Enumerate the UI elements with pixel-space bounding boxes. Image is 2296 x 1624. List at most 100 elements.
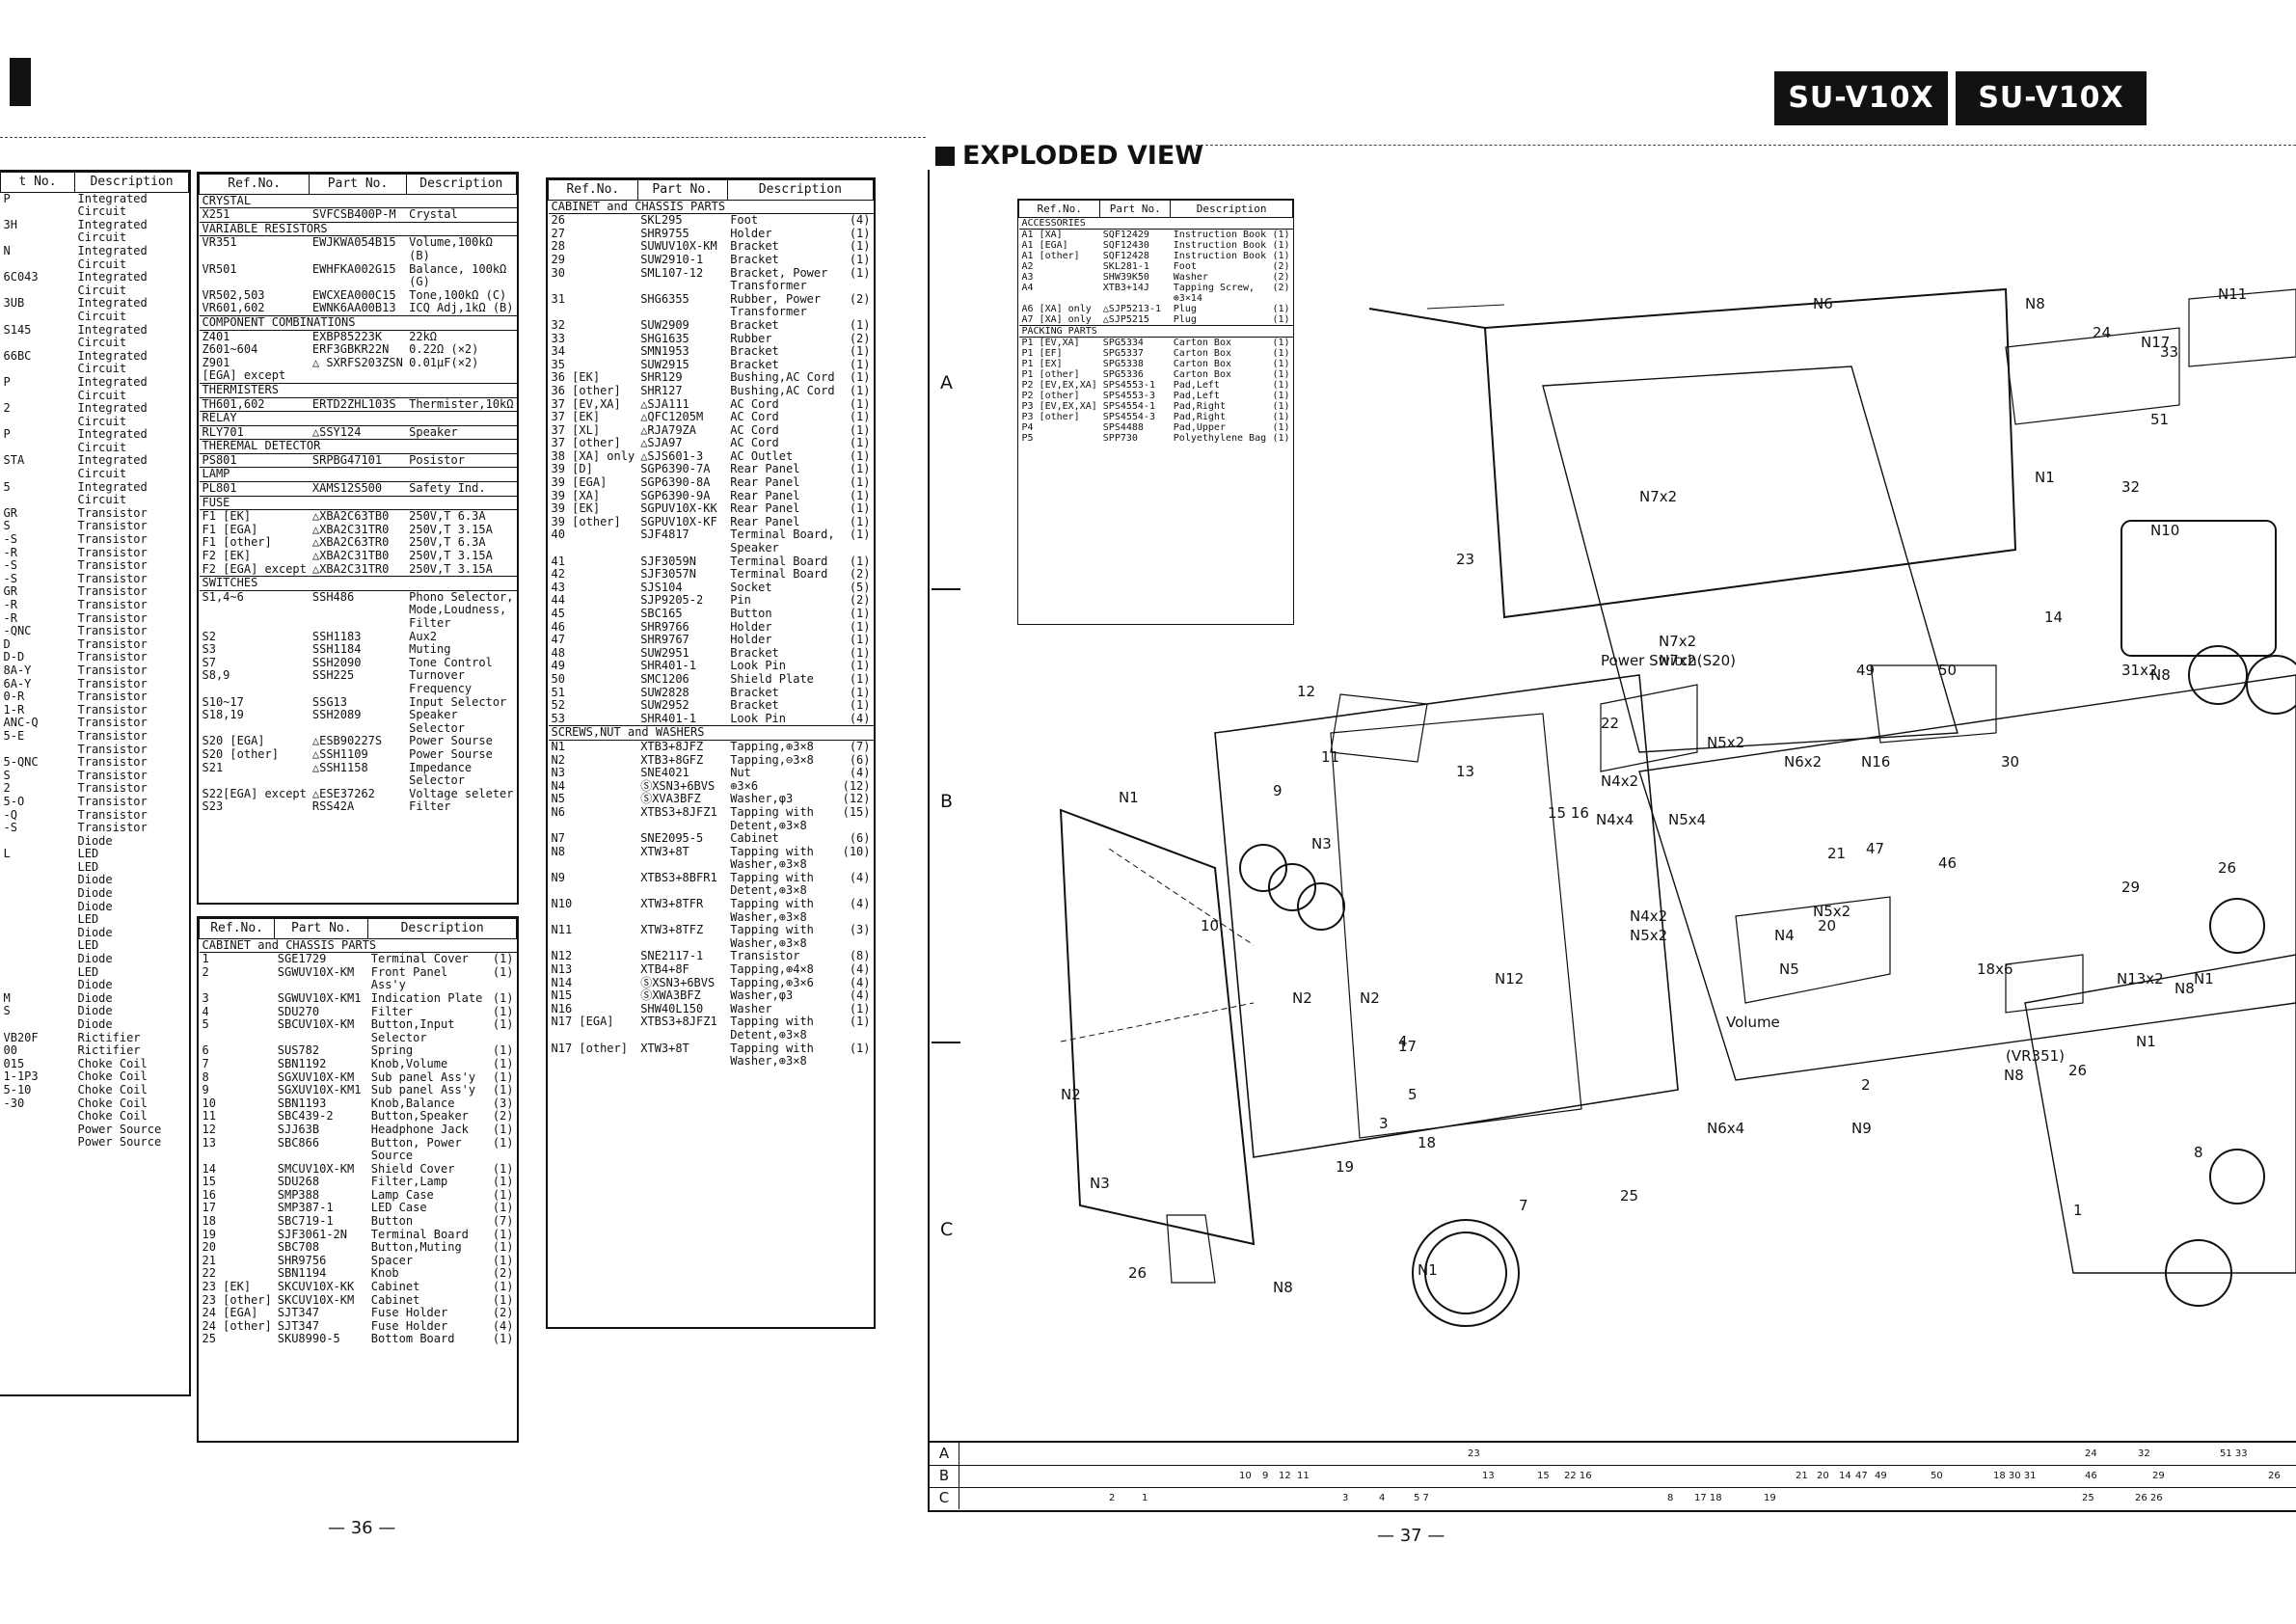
diagram-callout-label: N4x2 [1601,772,1638,790]
index-ref-b: 12 [1279,1471,1291,1481]
col2-cell-part: SVFCSB400P-M [311,207,396,222]
col2-cell-ref: Z601~604 [202,342,258,357]
col3-cell-ref: 38 [XA] only [551,448,635,463]
col1-cell-desc: Transistor [77,794,148,808]
col2b-cell-qty: (1) [492,1201,514,1215]
col2b-cell-qty: (1) [492,952,514,966]
col1-cell-desc: Choke Coil [77,1109,148,1123]
diagram-callout-label: 18x6 [1977,961,2013,978]
col3-cell-qty: (1) [849,252,871,266]
col2-cell-part: △XBA2C63TR0 [311,535,390,550]
acc-section-header: PACKING PARTS [1018,325,1293,338]
col1-cell-desc: Diode [77,1017,113,1031]
col3-cell-qty: (1) [849,514,871,528]
col3-cell-desc: Holder [730,633,772,647]
acc-cell-part: XTB3+14J [1102,283,1149,293]
col3-cell-desc: Look Pin [730,711,786,725]
col2b-cell-part: SHR9756 [277,1253,327,1267]
col2-cell-desc: Input Selector [409,694,507,709]
col1-cell-ref: P [3,191,11,205]
col3-cell-ref: N12 [551,949,573,963]
acc-section-title: PACKING PARTS [1018,325,1293,338]
diagram-callout-label: 7 [1519,1197,1528,1214]
col1-cell-ref: S145 [3,322,32,337]
col2b-cell-qty: (2) [492,1266,514,1281]
col2-cell-desc: Phono Selector, Mode,Loudness, Filter [409,589,514,630]
col2-section-header: LAMP [199,467,517,483]
col2b-cell-ref: 24 [other] [202,1318,272,1333]
col3-cell-desc: Bracket [730,698,779,713]
col3-cell-qty: (1) [849,357,871,371]
col3-cell-part: △QFC1205M [640,410,704,424]
col1-cell-desc: Transistor [77,781,148,796]
col3-cell-desc: Tapping with Washer,⊕3×8 [730,923,814,950]
col2-cell-desc: Posistor [409,452,465,467]
col3-cell-part: SUW2952 [640,698,689,713]
diagram-callout-label: N5 [1779,961,1799,978]
acc-section-title: ACCESSORIES [1018,217,1293,230]
col3-cell-part: ⓈXSN3+6BVS [640,975,716,989]
col3-cell-desc: Foot [730,213,759,228]
col1-cell-desc: Transistor [77,571,148,585]
acc-header-ref: Ref.No. [1017,200,1101,218]
col3-cell-qty: (4) [849,975,871,989]
acc-cell-part: SQF12428 [1102,251,1149,261]
col3-cell-qty: (4) [849,962,871,977]
col1-cell-ref: -S [3,532,17,547]
col3-cell-qty: (1) [849,317,871,332]
diagram-callout-label: 14 [2044,609,2063,626]
col2-section-header: THERMISTERS [199,382,517,398]
diagram-callout-label: N5x2 [1707,734,1744,751]
col3-cell-desc: Bracket [730,645,779,660]
col3-cell-desc: Transistor [730,949,800,963]
col2-cell-desc: Filter [409,799,451,814]
col1-cell-ref: ANC-Q [3,716,39,730]
col3-cell-part: XTW3+8T [640,844,689,858]
acc-cell-desc: Tapping Screw, ⊕3×14 [1173,283,1256,304]
diagram-callout-label: 19 [1336,1158,1354,1176]
col1-cell-desc: Transistor [77,716,148,730]
col2b-cell-qty: (1) [492,1069,514,1084]
diagram-callout-label: N9 [1851,1120,1872,1137]
col2b-section-title: CABINET and CHASSIS PARTS [199,937,517,954]
cabinet-top-panel [1483,287,2017,619]
col2-cell-ref: VR351 [202,235,237,250]
col3-cell-desc: AC Cord [730,410,779,424]
acc-cell-qty: (1) [1272,359,1290,369]
acc-cell-qty: (1) [1272,338,1290,348]
diagram-callout-label: N1 [2136,1033,2156,1050]
col2b-cell-desc: Knob [370,1266,399,1281]
col3-cell-ref: N17 [EGA] [551,1015,614,1029]
col3-cell-desc: Rear Panel [730,488,800,502]
col1-cell-desc: Diode [77,886,113,901]
col3-cell-part: XTB4+8F [640,962,689,977]
col2b-cell-part: SJT347 [277,1318,320,1333]
col2b-cell-desc: Filter,Lamp [370,1175,448,1189]
col2-cell-part: ERTD2ZHL103S [311,396,396,411]
col1-cell-desc: LED [77,859,99,874]
col2-cell-desc: Impedance Selector [409,760,473,788]
col2b-cell-qty: (1) [492,1056,514,1070]
col2b-cell-ref: 19 [202,1227,216,1241]
col3-cell-qty: (1) [849,422,871,437]
col1-cell-desc: Diode [77,873,113,887]
diagram-callout-label: 30 [2001,753,2019,771]
